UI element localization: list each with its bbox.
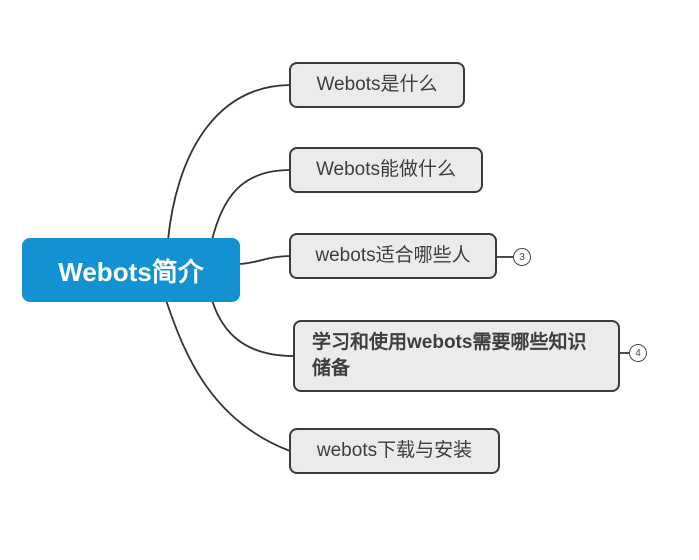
topic-download-and-install[interactable]: webots下载与安装 [289,428,500,474]
connector-root-to-topic-1 [167,84,291,241]
topic-what-can-webots-do[interactable]: Webots能做什么 [289,147,483,193]
connector-root-to-topic-4 [211,299,295,357]
topic-required-knowledge[interactable]: 学习和使用webots需要哪些知识储备 [293,320,620,392]
topic-what-is-webots[interactable]: Webots是什么 [289,62,465,108]
topic-who-is-webots-for[interactable]: webots适合哪些人 [289,233,497,279]
badge-count-4[interactable]: 4 [629,344,647,362]
connector-root-to-topic-5 [165,299,291,452]
connector-root-to-topic-2 [211,169,291,241]
root-topic[interactable]: Webots简介 [22,238,240,302]
badge-count-3[interactable]: 3 [513,248,531,266]
connector-root-to-topic-3 [237,255,291,265]
